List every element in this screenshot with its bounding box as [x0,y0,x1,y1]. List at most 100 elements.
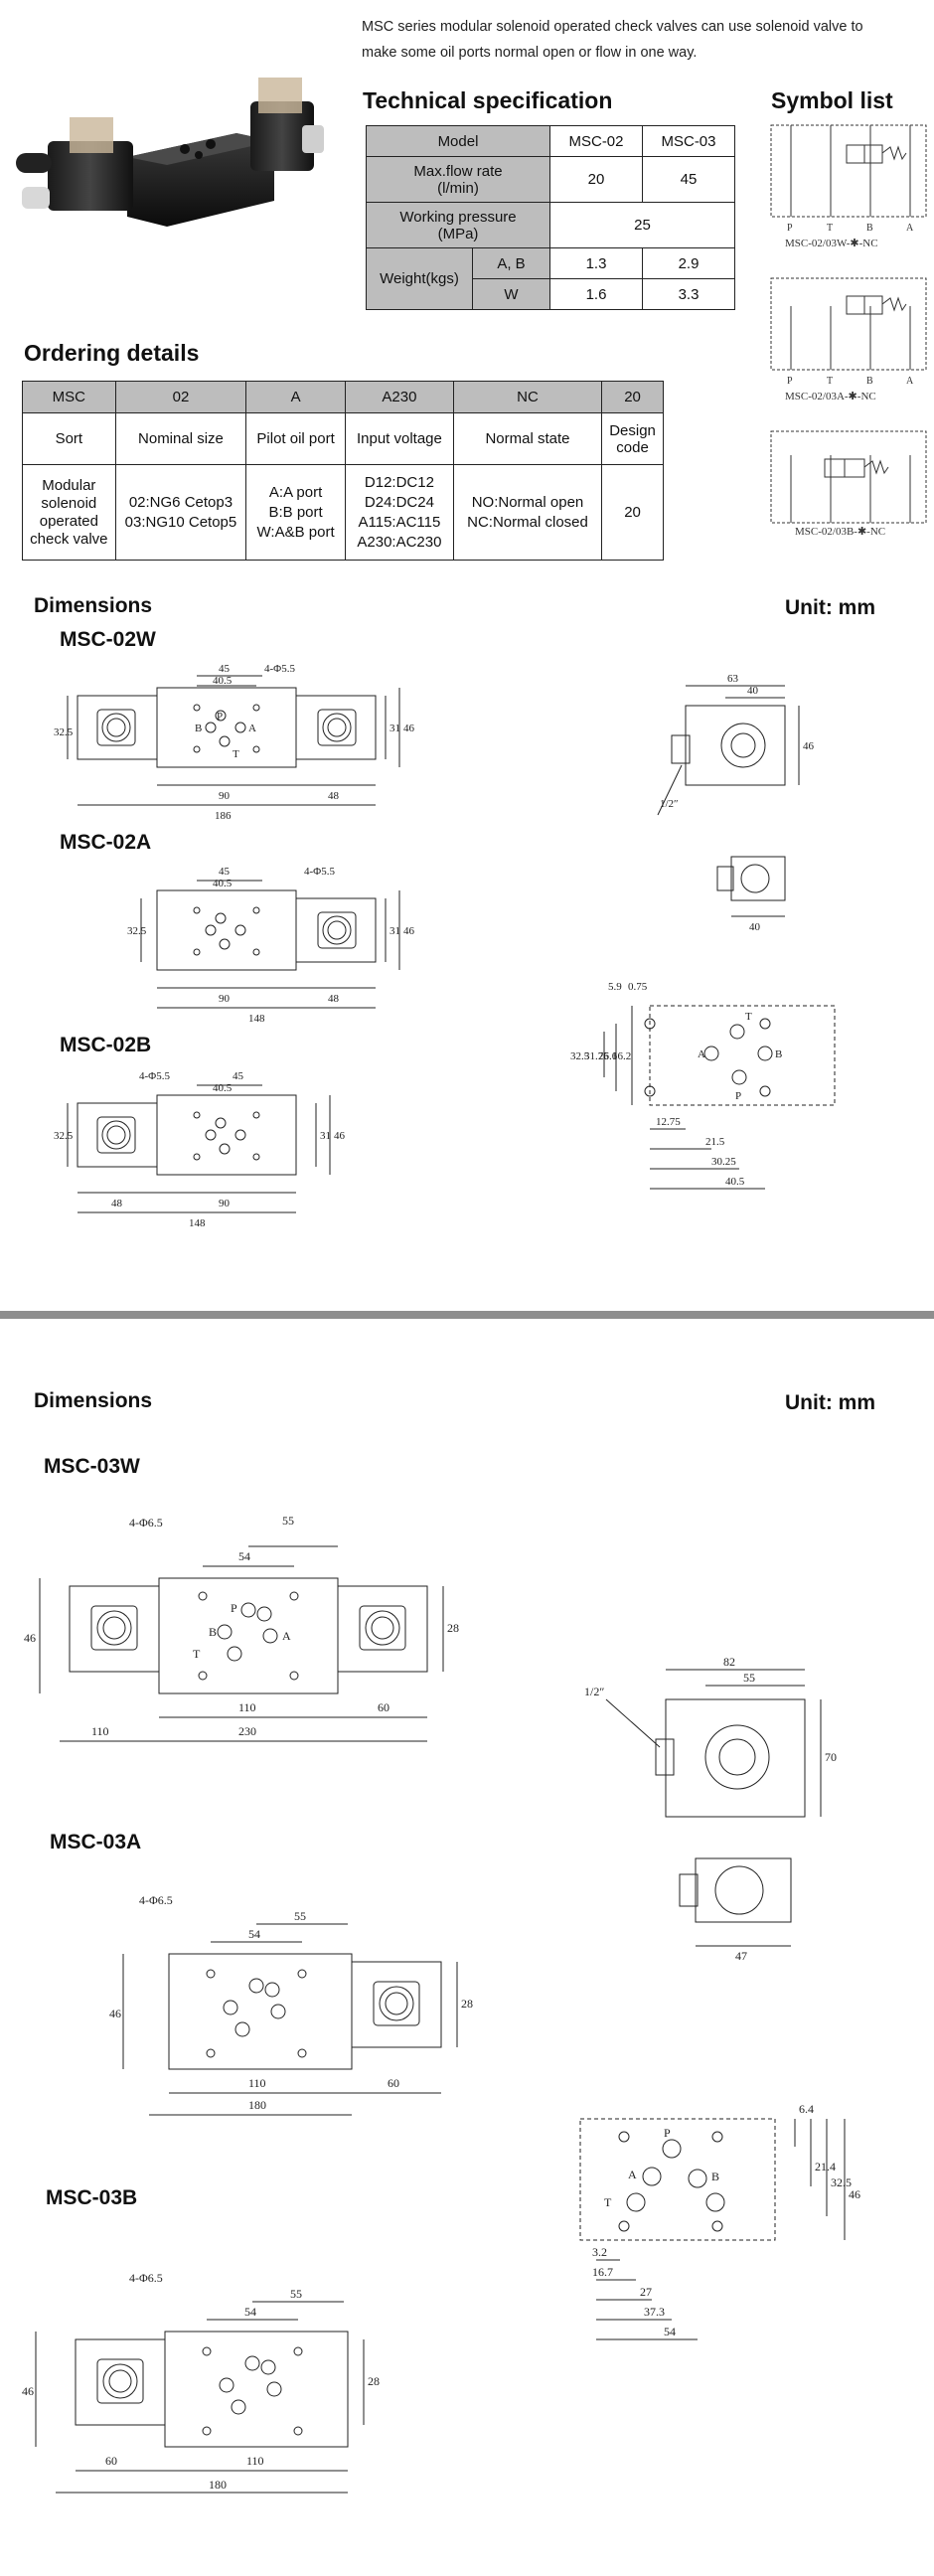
d02p-26-6: 26.6 [598,1050,618,1062]
sym-w-caption: MSC-02/03W-✱-NC [785,238,878,249]
d02p-32-5: 32.5 [570,1050,590,1062]
intro-text: MSC series modular solenoid operated che… [362,14,918,66]
intro-line-2: make some oil ports normal open or flow … [362,45,698,61]
spec-weight-ab-02: 1.3 [549,247,643,279]
product-photo [16,78,324,227]
d02a-45: 45 [219,866,231,878]
d02p-40-5: 40.5 [725,1176,745,1188]
d03p-16-7: 16.7 [592,2265,613,2279]
d03w-port-t: T [193,1647,201,1661]
d03p-port-b: B [711,2170,719,2183]
d03b-54: 54 [244,2305,256,2319]
dims-title-2: Dimensions [34,1389,153,1412]
dims-label-msc03a: MSC-03A [50,1831,142,1853]
d03w-55: 55 [282,1514,294,1528]
d02w-186: 186 [215,810,232,822]
d02-side-40: 40 [747,685,759,697]
d02w-port-p: P [217,711,223,723]
d02a-holes: 4-Φ5.5 [304,866,335,878]
d03p-port-p: P [664,2126,671,2140]
d02-side-63: 63 [727,673,739,685]
order-header-cell: Nominal size [114,412,247,465]
d03a-110: 110 [248,2076,266,2090]
order-header-cell: Normal state [452,412,603,465]
d02w-32-5: 32.5 [54,726,74,738]
tech-spec-title: Technical specification [363,87,613,113]
order-code-cell: 02 [114,381,247,413]
d03w-port-b: B [209,1625,217,1639]
d03a-28: 28 [461,1997,473,2011]
spec-header-msc03: MSC-03 [642,125,735,157]
d02b-90: 90 [219,1198,231,1209]
spec-weight-w-label: W [472,278,550,310]
order-design-cell: 20 [601,464,664,561]
order-code-cell: NC [452,381,603,413]
d03w-46: 46 [24,1631,36,1645]
d03p-3-2: 3.2 [592,2245,607,2259]
spec-weight-ab-03: 2.9 [642,247,735,279]
d03b-110: 110 [246,2454,264,2468]
d03b-60: 60 [105,2454,117,2468]
sym-b-caption: MSC-02/03B-✱-NC [795,526,885,538]
order-header-cell: Input voltage [344,412,454,465]
spec-header-msc02: MSC-02 [549,125,643,157]
d03p-32-5: 32.5 [831,2175,852,2189]
d02w-90: 90 [219,790,231,802]
dims-label-msc03w: MSC-03W [44,1455,140,1478]
d02p-port-p: P [735,1090,741,1102]
page-divider [0,1311,934,1319]
d03-half-inch: 1/2″ [584,1685,604,1698]
d02p-16-2: 16.2 [612,1050,631,1062]
dims-title-1: Dimensions [34,594,153,617]
spec-flow-03: 45 [642,156,735,203]
d02w-port-a: A [248,723,256,734]
d02p-31-75: 31.75 [584,1050,609,1062]
tech-spec-table: Model MSC-02 MSC-03 Max.flow rate(l/min)… [366,125,735,310]
symbol-list-title: Symbol list [771,87,893,113]
d03a-55: 55 [294,1909,306,1923]
spec-flow-label: Max.flow rate(l/min) [366,156,550,203]
spec-pressure-value: 25 [549,202,735,248]
d03-side-82: 82 [723,1655,735,1669]
spec-weight-w-03: 3.3 [642,278,735,310]
d02a-46: 46 [403,925,415,937]
d02p-5-9: 5.9 [608,981,622,993]
d02p-port-t: T [745,1011,752,1023]
d03-side-70: 70 [825,1750,837,1764]
msc03-dimension-drawings: 4-Φ6.5 54 55 46 28 110 60 110 230 82 55 … [22,1514,860,2494]
d02p-21-5: 21.5 [705,1136,725,1148]
d02b-48: 48 [111,1198,123,1209]
d03w-110: 110 [238,1700,256,1714]
d03b-180: 180 [209,2478,227,2492]
sym-a-caption: MSC-02/03A-✱-NC [785,391,876,402]
d02b-31: 31 [320,1130,331,1142]
sym-w-port-a: A [906,223,914,234]
d03a-180: 180 [248,2098,266,2112]
sym-w-port-t: T [827,223,833,234]
msc02w-coil-left [77,695,158,760]
d03w-230: 230 [238,1724,256,1738]
d03w-60: 60 [378,1700,389,1714]
d03w-holes: 4-Φ6.5 [129,1516,163,1530]
d03p-46: 46 [849,2187,860,2201]
d02a-90: 90 [219,993,231,1005]
d03b-holes: 4-Φ6.5 [129,2271,163,2285]
d03b-46: 46 [22,2384,34,2398]
d03a-54: 54 [248,1927,260,1941]
d03a-60: 60 [388,2076,399,2090]
d03w-port-a: A [282,1629,291,1643]
order-code-cell: A230 [344,381,454,413]
d03p-37-3: 37.3 [644,2305,665,2319]
spec-weight-w-02: 1.6 [549,278,643,310]
d02b-45: 45 [233,1070,244,1082]
dims-unit-2: Unit: mm [785,1391,875,1414]
order-code-cell: 20 [601,381,664,413]
d03p-54: 54 [664,2325,676,2338]
d02b-holes: 4-Φ5.5 [139,1070,170,1082]
sym-a-port-t: T [827,376,833,387]
d02-half-inch: 1/2″ [660,798,679,810]
sym-w-port-b: B [866,223,873,234]
spec-weight-label: Weight(kgs) [366,247,473,310]
